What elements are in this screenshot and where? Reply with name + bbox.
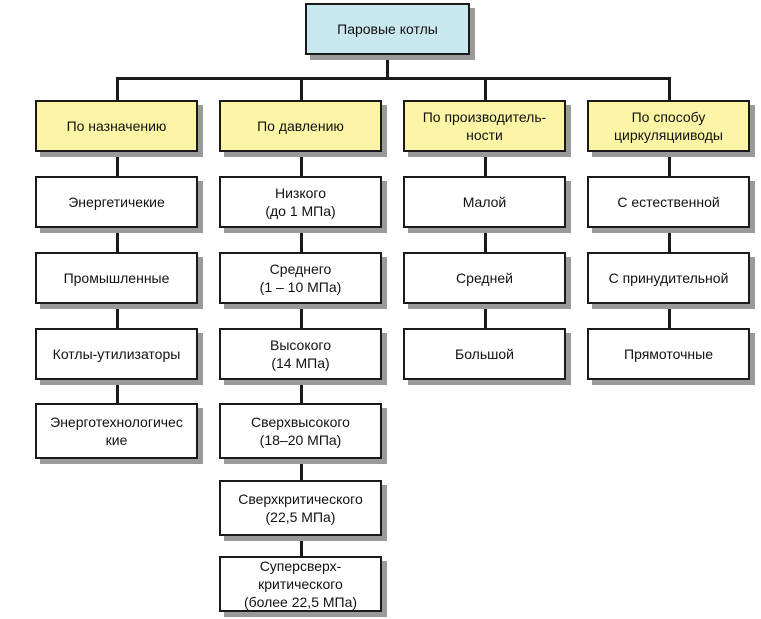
root-node: Паровые котлы — [305, 3, 470, 55]
leaf-label: Энерготехнологичес кие — [50, 414, 183, 448]
leaf-label: Средней — [456, 270, 513, 286]
leaf-label: Энергетичекие — [68, 194, 165, 210]
root-node-label: Паровые котлы — [337, 21, 438, 37]
category-bus-line — [115, 77, 671, 80]
leaf-pressure-5: Сверхкритического (22,5 МПа) — [219, 480, 382, 536]
category-label: По способу циркуляцииводы — [614, 109, 723, 143]
leaf-label: Суперсверх- критического (более 22,5 МПа… — [243, 558, 358, 610]
leaf-label: Большой — [455, 346, 514, 362]
category-drop-line-pressure — [299, 77, 303, 100]
leaf-designation-4: Энерготехнологичес кие — [35, 403, 198, 459]
column-spine-line-capacity — [483, 152, 487, 328]
category-drop-line-circulation — [667, 77, 671, 100]
leaf-designation-2: Промышленные — [35, 252, 198, 304]
category-label: По давлению — [257, 118, 344, 134]
category-capacity: По производитель- ности — [403, 100, 566, 152]
leaf-label: Высокого (14 МПа) — [270, 337, 331, 371]
leaf-label: Среднего (1 – 10 МПа) — [259, 261, 342, 295]
leaf-label: Котлы-утилизаторы — [52, 346, 181, 362]
leaf-pressure-4: Сверхвысокого (18–20 МПа) — [219, 403, 382, 459]
leaf-label: С принудительной — [608, 270, 729, 286]
leaf-label: Сверхвысокого (18–20 МПа) — [251, 414, 350, 448]
category-designation: По назначению — [35, 100, 198, 152]
leaf-pressure-1: Низкого (до 1 МПа) — [219, 176, 382, 228]
leaf-label: Сверхкритического (22,5 МПа) — [238, 491, 363, 525]
category-label: По назначению — [66, 118, 167, 134]
category-pressure: По давлению — [219, 100, 382, 152]
column-spine-line-circulation — [667, 152, 671, 328]
leaf-pressure-2: Среднего (1 – 10 МПа) — [219, 252, 382, 304]
leaf-capacity-2: Средней — [403, 252, 566, 304]
leaf-label: Прямоточные — [624, 346, 713, 362]
leaf-pressure-3: Высокого (14 МПа) — [219, 328, 382, 380]
category-label: По производитель- ности — [422, 109, 547, 143]
root-stem-line — [386, 55, 389, 77]
leaf-capacity-1: Малой — [403, 176, 566, 228]
leaf-pressure-6: Суперсверх- критического (более 22,5 МПа… — [219, 556, 382, 612]
leaf-capacity-3: Большой — [403, 328, 566, 380]
leaf-circulation-3: Прямоточные — [587, 328, 750, 380]
leaf-circulation-2: С принудительной — [587, 252, 750, 304]
category-drop-line-capacity — [483, 77, 487, 100]
leaf-label: Низкого (до 1 МПа) — [265, 185, 336, 219]
leaf-label: Промышленные — [63, 270, 170, 286]
leaf-designation-3: Котлы-утилизаторы — [35, 328, 198, 380]
leaf-label: С естественной — [617, 194, 720, 210]
category-drop-line-designation — [115, 77, 119, 100]
leaf-designation-1: Энергетичекие — [35, 176, 198, 228]
leaf-circulation-1: С естественной — [587, 176, 750, 228]
leaf-label: Малой — [462, 194, 507, 210]
category-circulation: По способу циркуляцииводы — [587, 100, 750, 152]
